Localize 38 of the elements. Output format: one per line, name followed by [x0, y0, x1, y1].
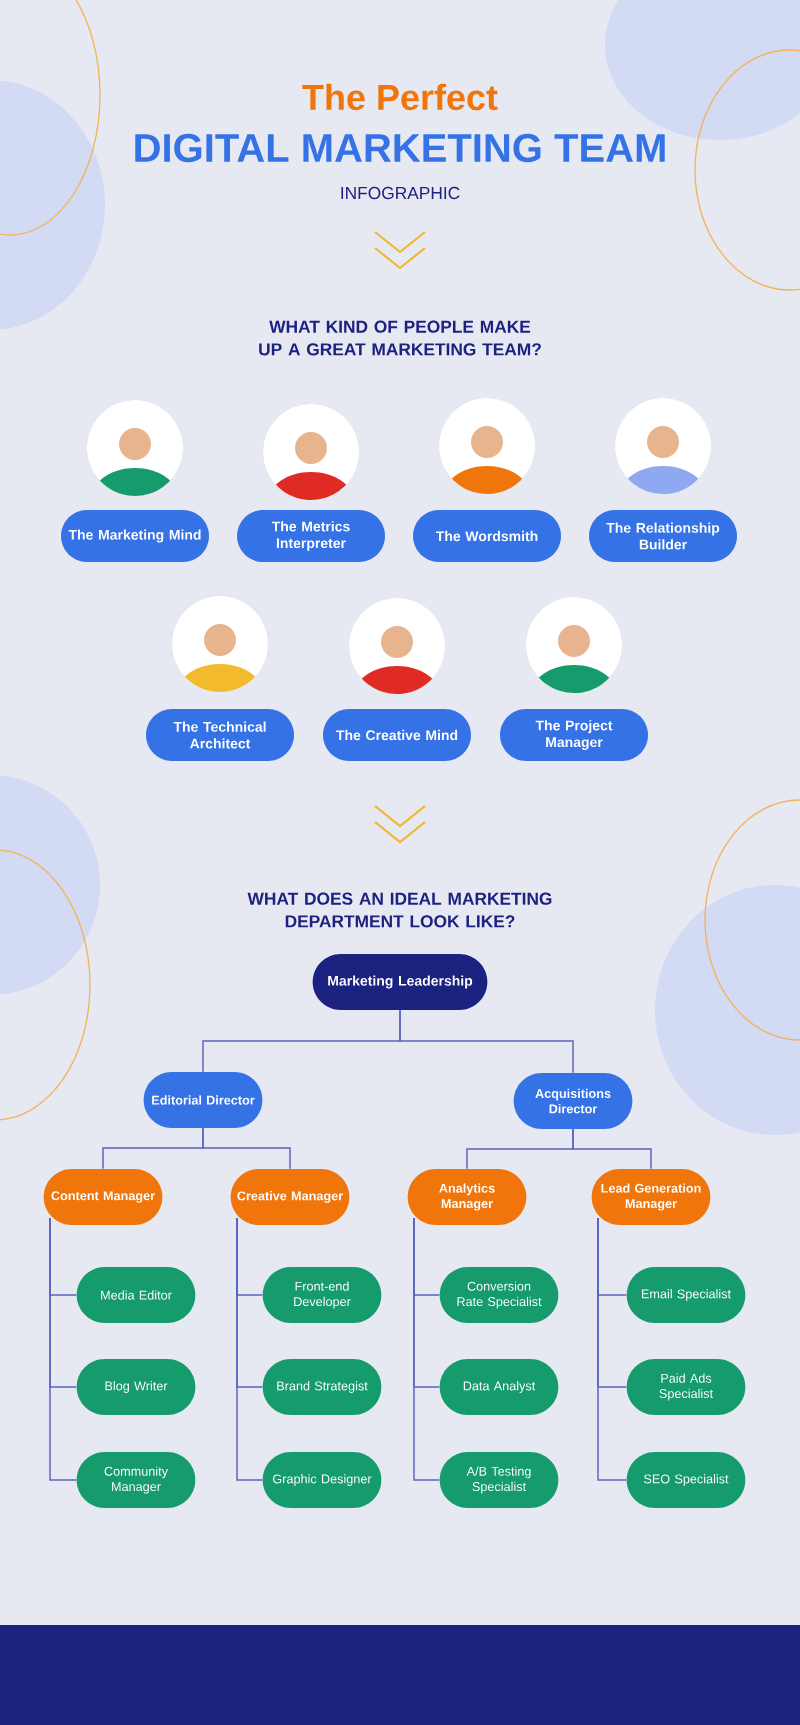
- tagline: INFOGRAPHIC: [341, 186, 460, 200]
- specialist-box: Media Editor: [76, 1267, 196, 1323]
- specialist-box: Front-end Developer: [262, 1267, 382, 1323]
- manager-box: Lead Generation Manager: [591, 1169, 711, 1225]
- specialist-box: Brand Strategist: [262, 1359, 382, 1415]
- section-heading: WHAT KIND OF PEOPLE MAKE UP A GREAT MARKETING TEAM?: [259, 320, 541, 356]
- subtitle: DIGITAL MARKETING TEAM: [135, 133, 665, 163]
- specialist-box: Community Manager: [76, 1452, 196, 1508]
- connector-line: [399, 1009, 574, 1074]
- section-heading: WHAT DOES AN IDEAL MARKETING DEPARTMENT LOOK LIKE?: [247, 892, 552, 928]
- connector-line: [202, 1127, 291, 1170]
- role-pill: The Metrics Interpreter: [237, 510, 385, 562]
- manager-box: Creative Manager: [230, 1169, 350, 1225]
- specialist-box: Data Analyst: [439, 1359, 559, 1415]
- connector-line: [572, 1128, 652, 1170]
- specialist-box: SEO Specialist: [626, 1452, 746, 1508]
- director-box: Acquisitions Director: [513, 1073, 633, 1129]
- specialist-box: Email Specialist: [626, 1267, 746, 1323]
- specialist-box: Paid Ads Specialist: [626, 1359, 746, 1415]
- manager-box: Content Manager: [43, 1169, 163, 1225]
- specialist-box: Conversion Rate Specialist: [439, 1267, 559, 1323]
- leadership-box: Marketing Leadership: [312, 954, 488, 1010]
- manager-box: Analytics Manager: [407, 1169, 527, 1225]
- role-pill: The Technical Architect: [146, 709, 294, 761]
- connector-line: [236, 1217, 264, 1481]
- specialist-box: Blog Writer: [76, 1359, 196, 1415]
- connector-line: [413, 1217, 441, 1481]
- director-box: Editorial Director: [143, 1072, 263, 1128]
- role-pill: The Relationship Builder: [589, 510, 737, 562]
- role-pill: The Creative Mind: [323, 709, 471, 761]
- connector-line: [597, 1217, 628, 1481]
- title: The Perfect: [302, 83, 498, 111]
- role-pill: The Wordsmith: [413, 510, 561, 562]
- specialist-box: A/B Testing Specialist: [439, 1452, 559, 1508]
- role-pill: The Project Manager: [500, 709, 648, 761]
- specialist-box: Graphic Designer: [262, 1452, 382, 1508]
- role-pill: The Marketing Mind: [61, 510, 209, 562]
- connector-line: [49, 1217, 78, 1481]
